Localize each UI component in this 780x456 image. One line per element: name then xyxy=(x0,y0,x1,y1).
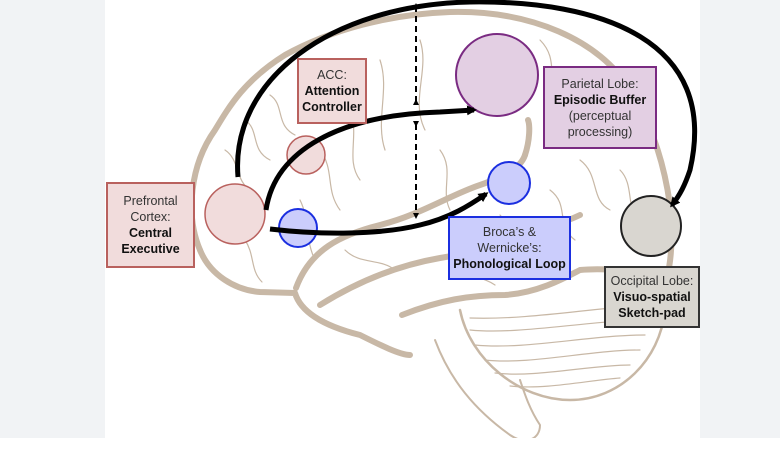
label-acc-attention-controller: ACC: Attention Controller xyxy=(297,58,367,124)
attention-controller-node xyxy=(286,135,326,175)
phonological-loop-node-wernicke xyxy=(487,161,531,205)
frontal-base xyxy=(197,247,413,358)
phonological-loop-node-broca xyxy=(278,208,318,248)
broca-bold-1: Phonological Loop xyxy=(453,257,566,271)
acc-bold-2: Controller xyxy=(302,100,362,114)
acc-bold-1: Attention xyxy=(304,84,360,98)
arrow-executive-to-sketchpad xyxy=(235,0,698,208)
prefrontal-bold-2: Executive xyxy=(121,242,180,256)
cerebellum xyxy=(458,308,667,402)
arrow-executive-to-episodic-buffer xyxy=(263,105,477,211)
broca-line-2: Wernicke’s: xyxy=(477,241,542,255)
label-broca-wernicke-phonological-loop: Broca’s & Wernicke’s: Phonological Loop xyxy=(448,216,571,280)
cerebrum-outline xyxy=(188,8,675,308)
label-occipital-visuospatial-sketchpad: Occipital Lobe: Visuo-spatial Sketch-pad xyxy=(604,266,700,328)
brainstem xyxy=(434,339,541,438)
episodic-buffer-node xyxy=(455,33,539,117)
parietal-line-1: Parietal Lobe: xyxy=(561,76,639,91)
parietal-line-3: processing) xyxy=(567,124,633,139)
prefrontal-line-1: Prefrontal xyxy=(123,194,178,208)
occipital-bold-2: Sketch-pad xyxy=(618,306,686,320)
parietal-sulcus xyxy=(522,117,533,158)
occipital-bold-1: Visuo-spatial xyxy=(613,290,691,304)
central-executive-node xyxy=(204,183,266,245)
prefrontal-bold-1: Central xyxy=(128,226,173,240)
visuospatial-sketchpad-node xyxy=(620,195,682,257)
acc-title: ACC: xyxy=(317,68,347,82)
arrow-executive-to-phonological-loop xyxy=(269,191,489,236)
label-prefrontal-central-executive: Prefrontal Cortex: Central Executive xyxy=(106,182,195,268)
parietal-line-2: (perceptual xyxy=(568,108,632,123)
label-parietal-episodic-buffer: Parietal Lobe: Episodic Buffer (perceptu… xyxy=(543,66,657,149)
occipital-line-1: Occipital Lobe: xyxy=(610,274,694,288)
prefrontal-line-2: Cortex: xyxy=(130,210,171,224)
parietal-bold-1: Episodic Buffer xyxy=(553,92,647,107)
broca-line-1: Broca’s & xyxy=(482,225,537,239)
